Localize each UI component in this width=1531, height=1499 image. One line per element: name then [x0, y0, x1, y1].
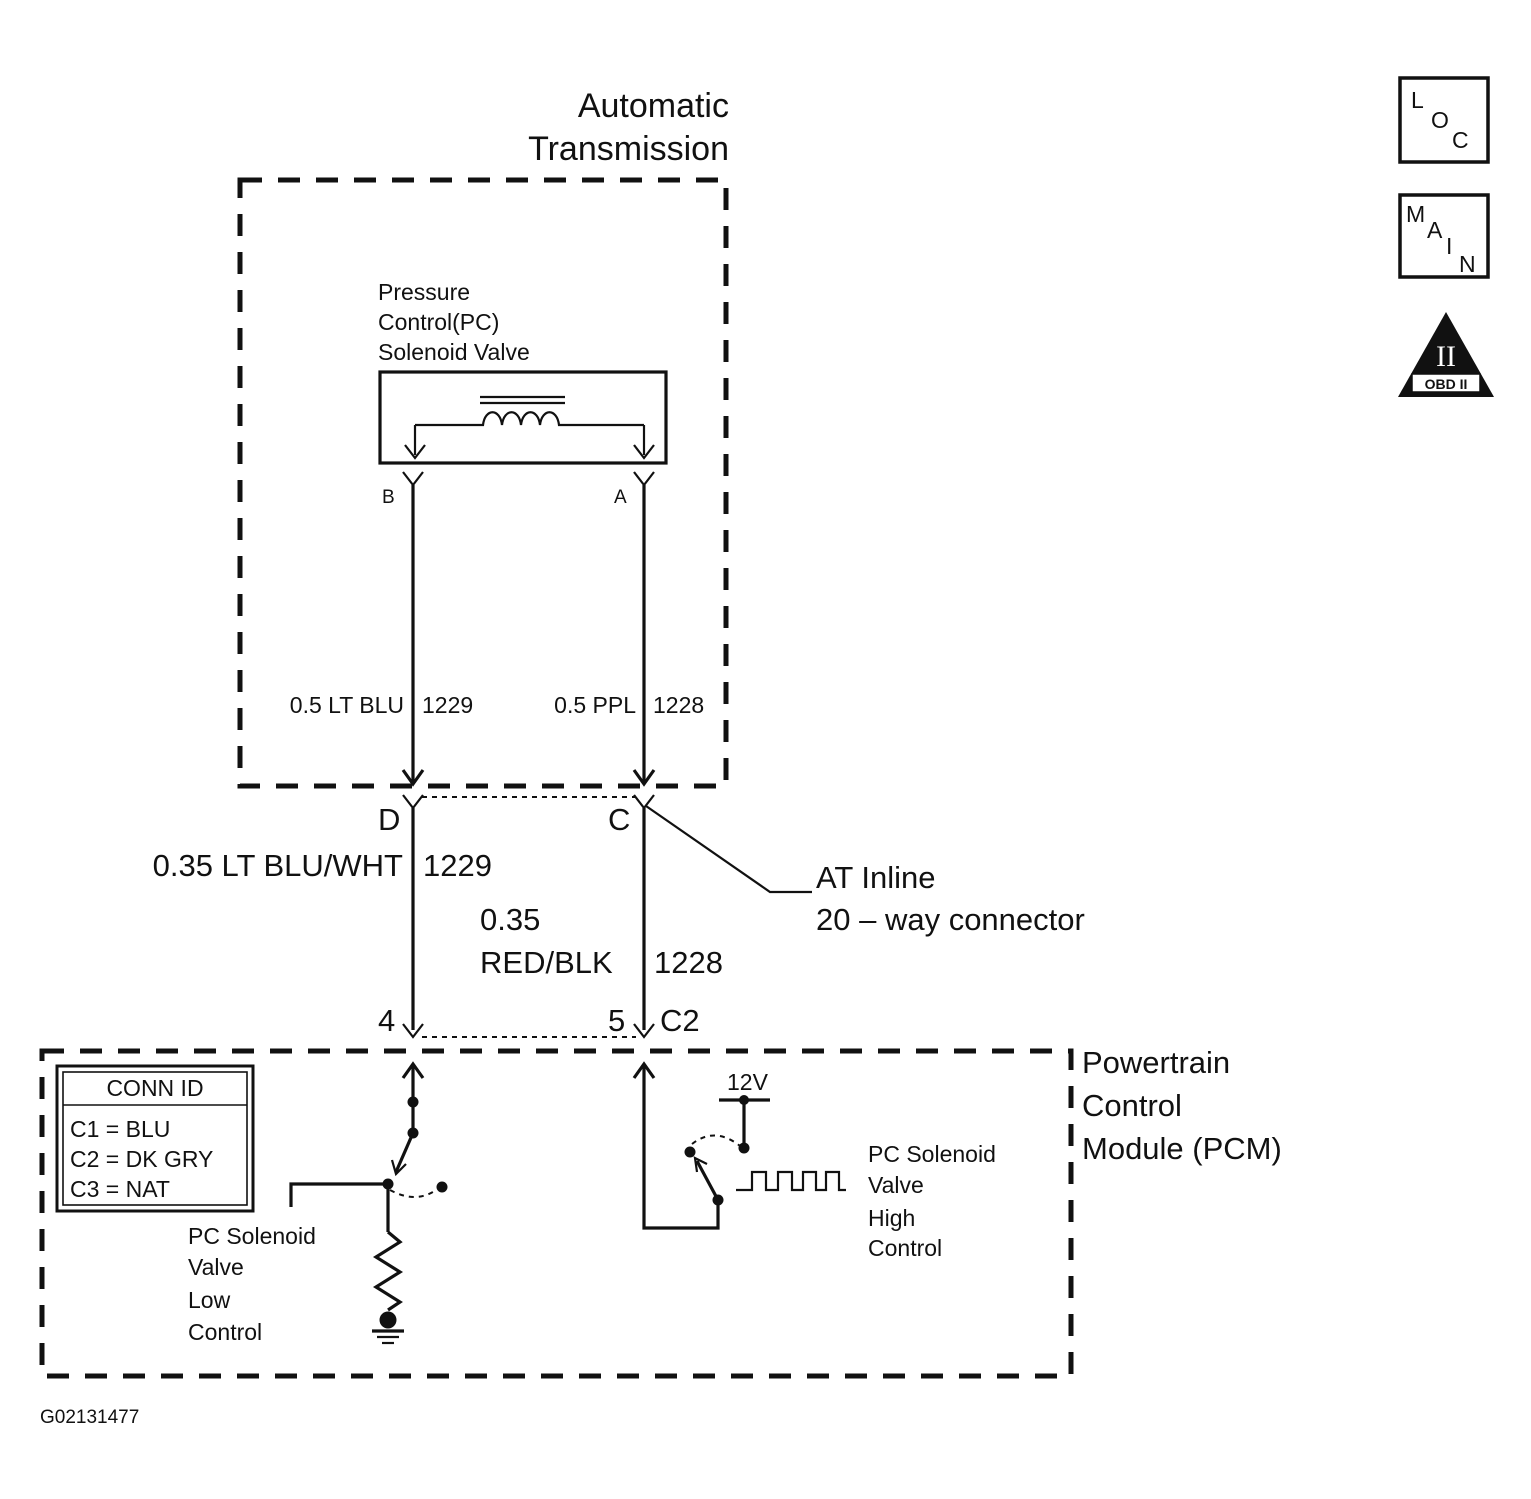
main-icon-letter-2: A	[1427, 217, 1443, 243]
low-switch-throw	[389, 1189, 437, 1198]
terminal-a-symbol	[633, 471, 655, 487]
low-control-lead	[289, 1182, 388, 1207]
low-resistor	[372, 1230, 404, 1312]
wire-1229-arrow	[401, 769, 425, 787]
pin-5-label: 5	[608, 1003, 625, 1038]
loc-icon-letter-2: O	[1431, 107, 1449, 133]
low-node-open	[436, 1181, 448, 1193]
inline-connector-label-line2: 20 – way connector	[816, 902, 1085, 937]
transmission-title-line2: Transmission	[528, 130, 729, 168]
conn-id-row-c3: C3 = NAT	[70, 1176, 170, 1202]
high-switch-throw	[691, 1134, 741, 1147]
terminal-b-symbol	[402, 471, 424, 487]
obd-icon[interactable]: II OBD II	[1398, 312, 1494, 397]
main-icon-frame	[1398, 193, 1490, 279]
pcm-boundary	[39, 1048, 1074, 1379]
harness-right-gauge: 0.35	[480, 902, 540, 937]
transmission-section: Automatic Transmission Pressure Control(…	[237, 87, 729, 789]
high-switch-arrow	[693, 1156, 708, 1173]
high-label-line4: Control	[868, 1235, 942, 1261]
main-icon-letter-3: I	[1446, 233, 1452, 259]
high-control-circuit: 12V PC Solenoid Valve High Control	[632, 1061, 996, 1261]
pcm-title-line1: Powertrain	[1082, 1045, 1230, 1080]
wire-right-color: 0.5 PPL	[554, 692, 636, 718]
pin-c-label: C	[608, 802, 630, 837]
pwm-signal	[736, 1170, 846, 1192]
pc-solenoid-valve	[378, 370, 668, 465]
high-label-line3: High	[868, 1205, 915, 1231]
loc-icon-letter-1: L	[1411, 87, 1424, 113]
harness-left-circuit: 1229	[423, 848, 492, 883]
conn-id-outer	[55, 1064, 255, 1213]
pin-a-label: A	[614, 487, 627, 508]
terminal-d-symbol	[402, 794, 424, 810]
low-label-line2: Valve	[188, 1254, 244, 1280]
wire-left-color: 0.5 LT BLU	[290, 692, 404, 718]
low-label-line1: PC Solenoid	[188, 1223, 316, 1249]
pcm-connector-c2: C2	[660, 1003, 700, 1038]
solenoid-coil	[415, 411, 644, 427]
loc-icon[interactable]: L O C	[1398, 76, 1490, 164]
harness-right-circuit: 1228	[654, 945, 723, 980]
high-node-2	[684, 1146, 696, 1158]
conn-id-header: CONN ID	[106, 1075, 203, 1101]
low-label-line4: Control	[188, 1319, 262, 1345]
pin-b-label: B	[382, 487, 395, 508]
conn-id-row-c2: C2 = DK GRY	[70, 1146, 213, 1172]
coil-arrow-a	[633, 444, 655, 460]
wire-1228-arrow	[632, 769, 656, 787]
harness-wires: 0.35 LT BLU/WHT 1229 0.35 RED/BLK 1228	[153, 808, 723, 1030]
inline-connector: D C AT Inline 20 – way connector	[378, 794, 1085, 937]
coil-arrow-b	[404, 444, 426, 460]
figure-id: G02131477	[40, 1407, 139, 1428]
pcm-title-line2: Control	[1082, 1088, 1182, 1123]
conn-id-inner	[62, 1071, 248, 1206]
low-label-line3: Low	[188, 1287, 231, 1313]
main-icon[interactable]: M A I N	[1398, 193, 1490, 279]
main-icon-letter-1: M	[1406, 201, 1425, 227]
high-label-line1: PC Solenoid	[868, 1141, 996, 1167]
harness-left-color: 0.35 LT BLU/WHT	[153, 848, 403, 883]
obd-icon-text: OBD II	[1425, 376, 1468, 392]
supply-label: 12V	[727, 1069, 769, 1095]
obd-icon-band	[1411, 373, 1481, 393]
low-switch-arm	[394, 1132, 415, 1173]
solenoid-box	[378, 370, 668, 465]
inline-connector-label-line1: AT Inline	[816, 860, 935, 895]
solenoid-label-line3: Solenoid Valve	[378, 339, 530, 365]
low-control-circuit: PC Solenoid Valve Low Control	[188, 1061, 448, 1345]
ground-node	[379, 1311, 397, 1329]
solenoid-label-line1: Pressure	[378, 279, 470, 305]
pcm-title-line3: Module (PCM)	[1082, 1131, 1282, 1166]
transmission-title-line1: Automatic	[578, 87, 729, 125]
wire-left-circuit: 1229	[422, 692, 473, 718]
terminal-4-symbol	[402, 1023, 424, 1039]
high-switch-arm	[695, 1160, 720, 1201]
pin-4-label: 4	[378, 1003, 395, 1038]
pin-d-label: D	[378, 802, 400, 837]
terminal-c-symbol	[633, 794, 655, 810]
inline-connector-leader	[645, 805, 812, 894]
obd-icon-numeral: II	[1436, 340, 1456, 373]
high-wire-loop	[642, 1064, 720, 1230]
pcm-section: 4 5 C2 Powertrain Control Module (PCM) C…	[39, 1003, 1282, 1379]
loc-icon-letter-3: C	[1452, 127, 1469, 153]
solenoid-label-line2: Control(PC)	[378, 309, 499, 335]
harness-right-color: RED/BLK	[480, 945, 613, 980]
transmission-boundary	[237, 177, 729, 789]
conn-id-table: CONN ID C1 = BLU C2 = DK GRY C3 = NAT	[55, 1064, 255, 1213]
high-label-line2: Valve	[868, 1172, 924, 1198]
wire-right-circuit: 1228	[653, 692, 704, 718]
conn-id-row-c1: C1 = BLU	[70, 1116, 170, 1142]
low-switch-arrow	[390, 1159, 407, 1177]
terminal-5-symbol	[633, 1023, 655, 1039]
main-icon-letter-4: N	[1459, 251, 1476, 277]
loc-icon-frame	[1398, 76, 1490, 164]
